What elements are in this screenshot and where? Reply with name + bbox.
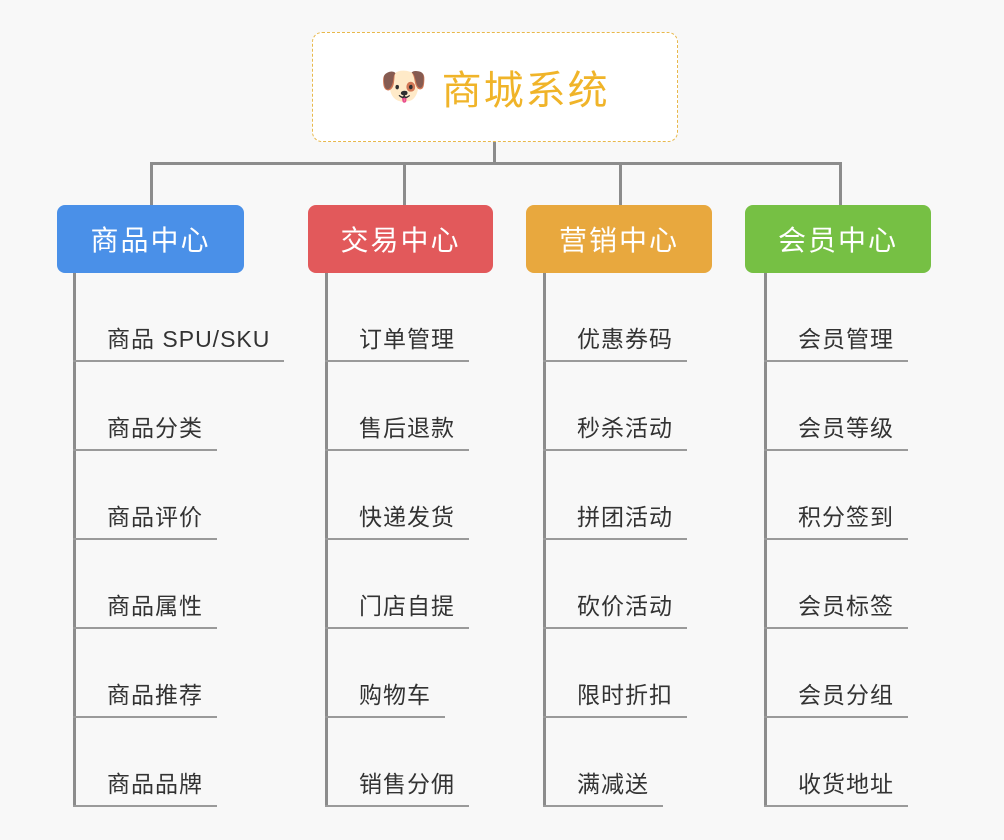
branch-leaf-list: 订单管理售后退款快递发货门店自提购物车销售分佣: [325, 273, 469, 807]
leaf-underline: 售后退款: [325, 409, 469, 451]
branch-leaf-list: 会员管理会员等级积分签到会员标签会员分组收货地址: [764, 273, 908, 807]
leaf-item-label: 满减送: [577, 771, 649, 797]
leaf-item-label: 限时折扣: [577, 682, 673, 708]
leaf-item-label: 门店自提: [359, 593, 455, 619]
leaf-underline: 商品评价: [73, 498, 217, 540]
branch-card-label: 商品中心: [90, 225, 211, 256]
branch-leaf-list: 商品 SPU/SKU 商品分类商品评价商品属性商品推荐商品品牌: [73, 273, 285, 807]
branch-stem-connector: [150, 162, 153, 205]
leaf-underline: 商品属性: [73, 587, 217, 629]
leaf-underline: 会员等级: [764, 409, 908, 451]
leaf-underline: 销售分佣: [325, 765, 469, 807]
leaf-item-label: 会员管理: [798, 326, 894, 352]
dog-face-icon: 🐶: [380, 66, 428, 108]
leaf-item[interactable]: 商品分类: [73, 362, 284, 451]
leaf-item[interactable]: 购物车: [325, 629, 469, 718]
branch-trunk-connector: [764, 273, 767, 807]
leaf-underline: 积分签到: [764, 498, 908, 540]
root-title: 商城系统: [441, 69, 610, 113]
branch-leaf-list: 优惠券码秒杀活动拼团活动砍价活动限时折扣满减送: [543, 273, 687, 807]
leaf-underline: 商品分类: [73, 409, 217, 451]
leaf-item[interactable]: 商品评价: [73, 451, 284, 540]
leaf-underline: 会员管理: [764, 320, 908, 362]
leaf-item-label: 拼团活动: [577, 504, 673, 530]
leaf-item[interactable]: 会员管理: [764, 273, 908, 362]
leaf-item[interactable]: 满减送: [543, 718, 687, 807]
leaf-item[interactable]: 拼团活动: [543, 451, 687, 540]
leaf-item-label: 快递发货: [359, 504, 455, 530]
leaf-item[interactable]: 售后退款: [325, 362, 469, 451]
branch-bus-connector: [150, 162, 839, 165]
leaf-underline: 购物车: [325, 676, 445, 718]
branch-card-label: 交易中心: [340, 225, 461, 256]
leaf-item[interactable]: 快递发货: [325, 451, 469, 540]
leaf-underline: 收货地址: [764, 765, 908, 807]
leaf-item-label: 优惠券码: [577, 326, 673, 352]
leaf-item[interactable]: 限时折扣: [543, 629, 687, 718]
leaf-underline: 快递发货: [325, 498, 469, 540]
branch-card-1[interactable]: 商品中心: [57, 205, 244, 273]
leaf-item-label: 积分签到: [798, 504, 894, 530]
leaf-item-label: 商品评价: [107, 504, 203, 530]
leaf-underline: 秒杀活动: [543, 409, 687, 451]
leaf-item-label: 商品分类: [107, 415, 203, 441]
leaf-underline: 砍价活动: [543, 587, 687, 629]
leaf-item[interactable]: 优惠券码: [543, 273, 687, 362]
leaf-item-label: 商品品牌: [107, 771, 203, 797]
leaf-item[interactable]: 订单管理: [325, 273, 469, 362]
leaf-underline: 拼团活动: [543, 498, 687, 540]
branch-stem-connector: [839, 162, 842, 205]
branch-card-4[interactable]: 会员中心: [745, 205, 931, 273]
leaf-underline: 门店自提: [325, 587, 469, 629]
leaf-item-label: 会员分组: [798, 682, 894, 708]
leaf-item-label: 售后退款: [359, 415, 455, 441]
branch-trunk-connector: [73, 273, 76, 807]
leaf-item-label: 商品 SPU/SKU: [107, 326, 271, 352]
branch-card-3[interactable]: 营销中心: [526, 205, 712, 273]
leaf-item-label: 商品属性: [107, 593, 203, 619]
leaf-item[interactable]: 商品品牌: [73, 718, 284, 807]
branch-trunk-connector: [325, 273, 328, 807]
leaf-underline: 会员分组: [764, 676, 908, 718]
branch-card-2[interactable]: 交易中心: [308, 205, 493, 273]
leaf-underline: 满减送: [543, 765, 663, 807]
leaf-underline: 优惠券码: [543, 320, 687, 362]
leaf-underline: 会员标签: [764, 587, 908, 629]
root-stem-connector: [493, 142, 496, 164]
leaf-item[interactable]: 会员等级: [764, 362, 908, 451]
leaf-item[interactable]: 商品推荐: [73, 629, 284, 718]
leaf-item-label: 商品推荐: [107, 682, 203, 708]
leaf-item[interactable]: 门店自提: [325, 540, 469, 629]
leaf-item[interactable]: 积分签到: [764, 451, 908, 540]
leaf-item[interactable]: 秒杀活动: [543, 362, 687, 451]
leaf-item-label: 秒杀活动: [577, 415, 673, 441]
leaf-item[interactable]: 商品属性: [73, 540, 284, 629]
leaf-item-label: 销售分佣: [359, 771, 455, 797]
leaf-underline: 订单管理: [325, 320, 469, 362]
leaf-item[interactable]: 会员标签: [764, 540, 908, 629]
leaf-item[interactable]: 会员分组: [764, 629, 908, 718]
leaf-item[interactable]: 收货地址: [764, 718, 908, 807]
leaf-item-label: 订单管理: [359, 326, 455, 352]
branch-card-label: 会员中心: [777, 225, 898, 256]
branch-stem-connector: [619, 162, 622, 205]
leaf-item[interactable]: 销售分佣: [325, 718, 469, 807]
leaf-underline: 商品 SPU/SKU: [73, 320, 285, 362]
branch-stem-connector: [403, 162, 406, 205]
branch-card-label: 营销中心: [558, 225, 679, 256]
root-node[interactable]: 🐶 商城系统: [312, 32, 678, 142]
leaf-item-label: 会员标签: [798, 593, 894, 619]
leaf-item-label: 购物车: [359, 682, 431, 708]
leaf-item[interactable]: 商品 SPU/SKU: [73, 273, 285, 362]
leaf-underline: 限时折扣: [543, 676, 687, 718]
branch-trunk-connector: [543, 273, 546, 807]
leaf-item-label: 砍价活动: [577, 593, 673, 619]
leaf-underline: 商品品牌: [73, 765, 217, 807]
leaf-item-label: 收货地址: [798, 771, 894, 797]
leaf-underline: 商品推荐: [73, 676, 217, 718]
leaf-item-label: 会员等级: [798, 415, 894, 441]
leaf-item[interactable]: 砍价活动: [543, 540, 687, 629]
